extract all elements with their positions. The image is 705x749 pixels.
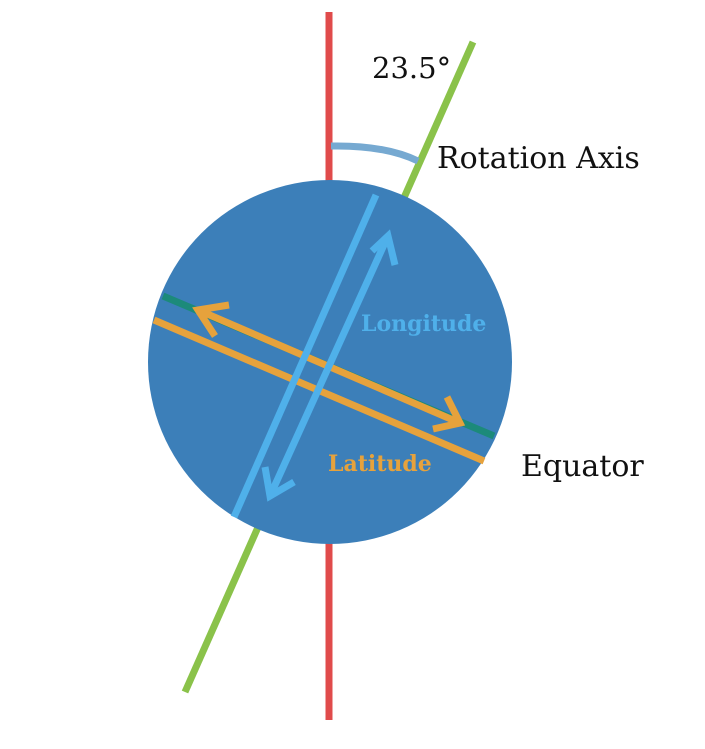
longitude-label: Longitude — [361, 311, 486, 337]
latitude-label: Latitude — [328, 451, 432, 477]
longitude-arrow — [261, 229, 399, 502]
tilt-angle-arc — [330, 142, 420, 165]
equator-label: Equator — [521, 449, 644, 484]
rotation-axis-label: Rotation Axis — [437, 141, 640, 176]
angle-label: 23.5° — [372, 51, 451, 85]
longitude-line — [230, 193, 380, 519]
